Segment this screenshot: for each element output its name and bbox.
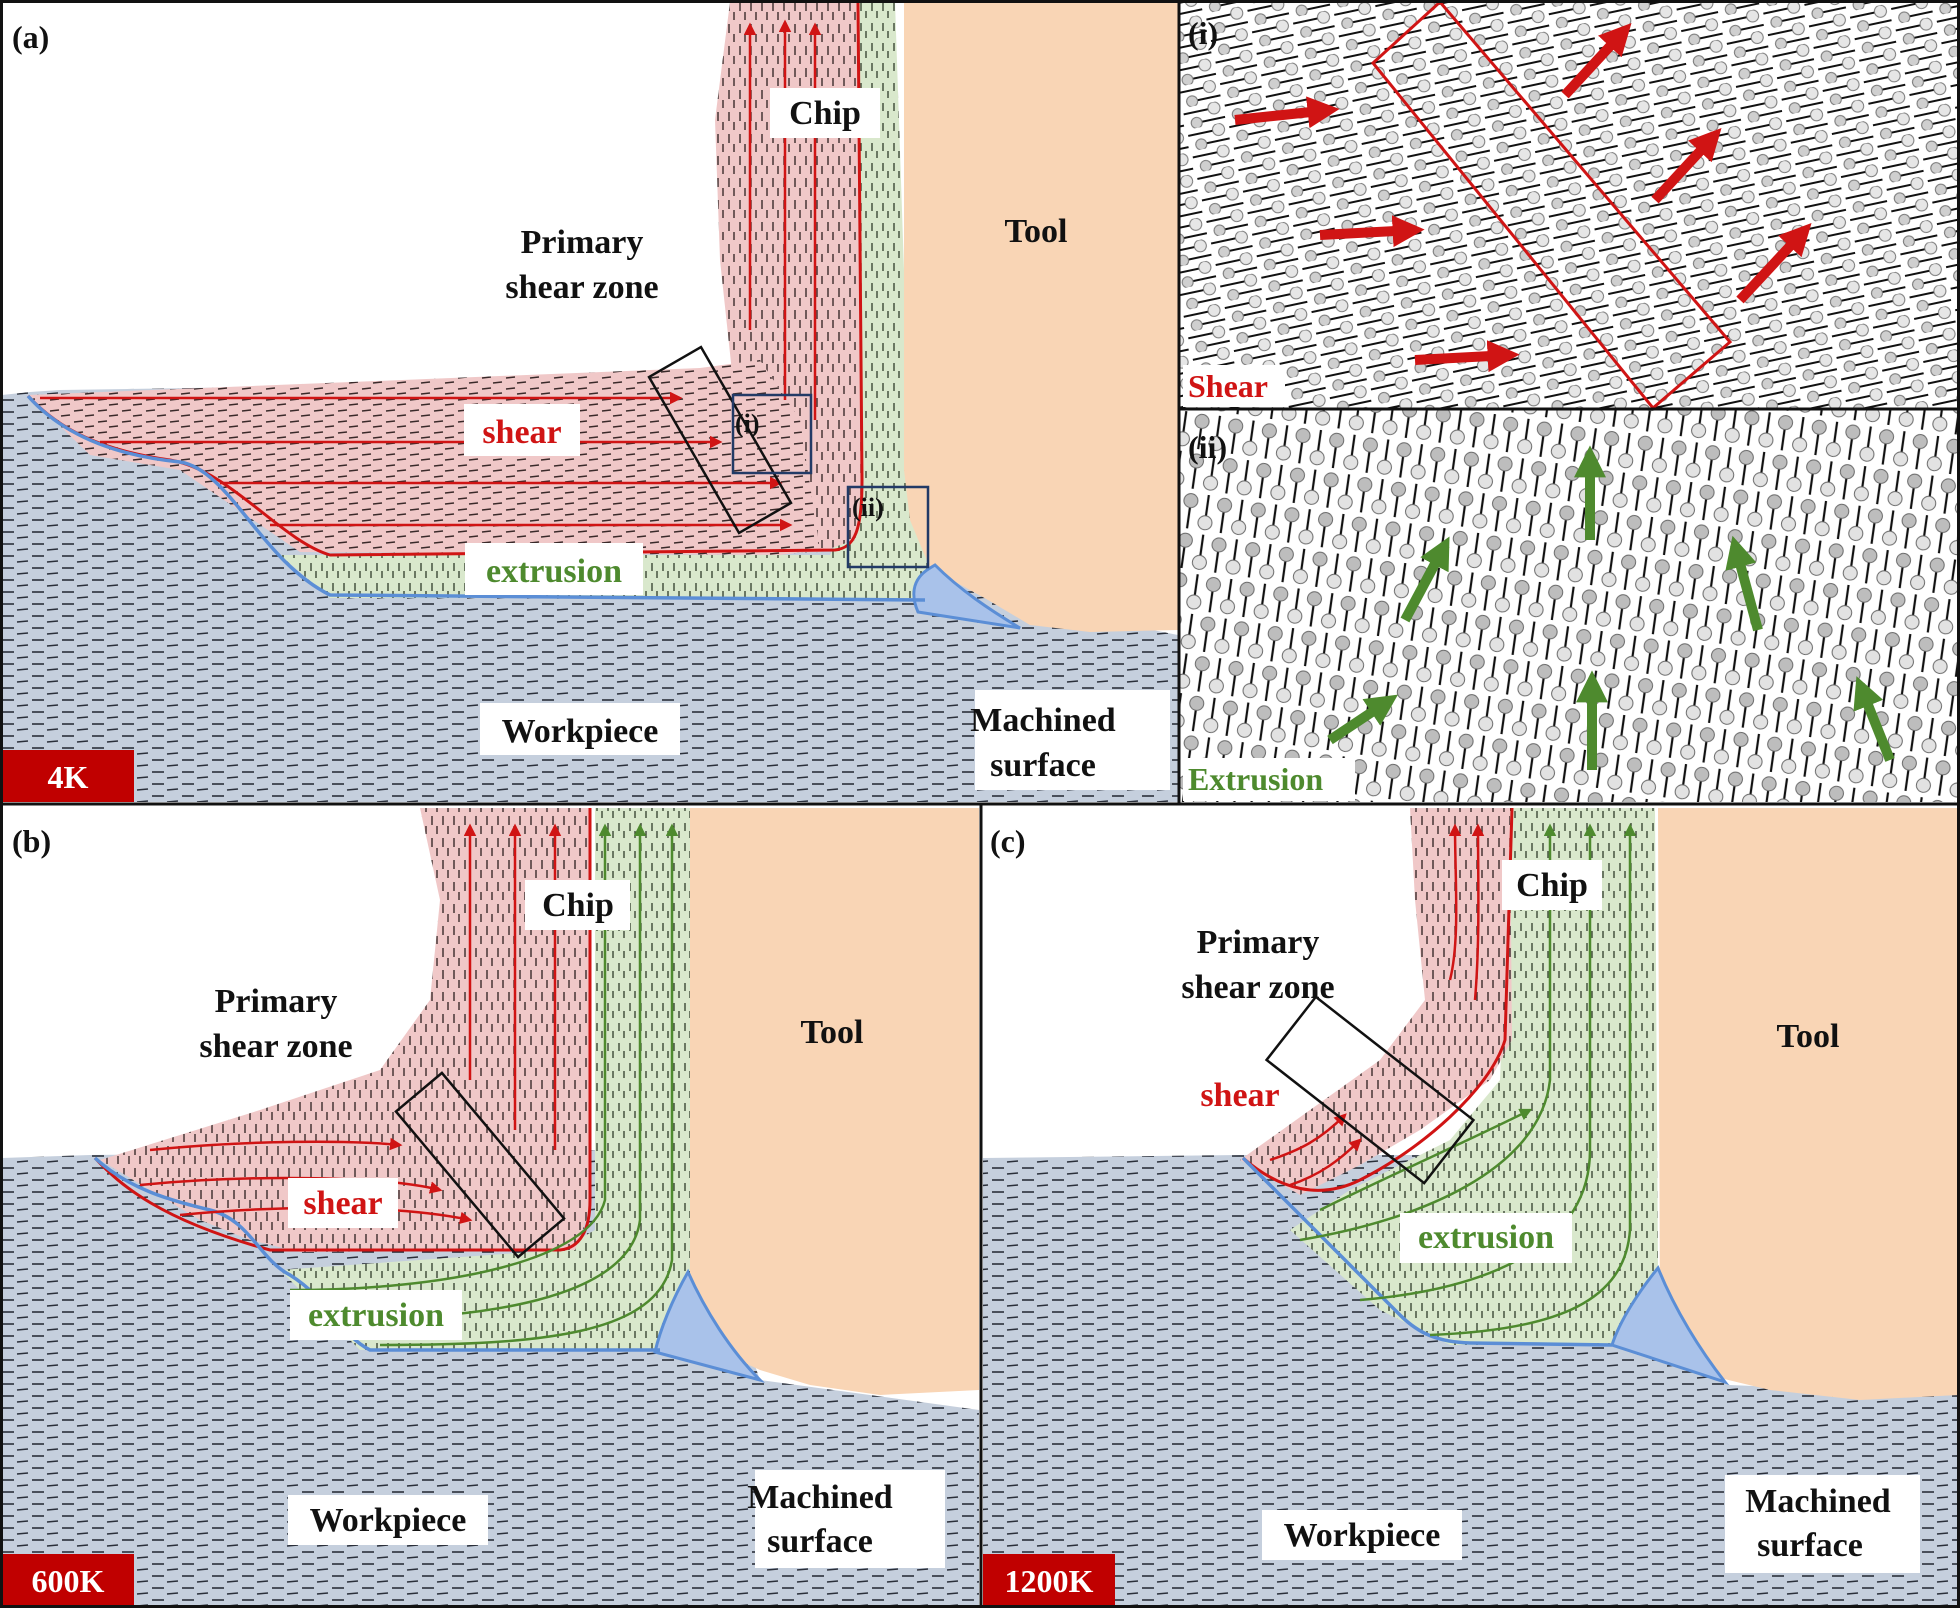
panel-letter: (c) <box>990 823 1026 859</box>
machined-surface-label: Machined <box>970 702 1116 739</box>
extrusion-zone <box>1290 808 1658 1345</box>
temperature-badge <box>2 750 134 802</box>
workpiece-region <box>983 1155 1958 1606</box>
temperature-label: 600K <box>32 1563 105 1599</box>
temperature-label: 4K <box>48 759 89 795</box>
machined-surface-label: Machined <box>1745 1483 1891 1520</box>
machined-surface-label-2: surface <box>767 1523 873 1560</box>
extrusion-label: extrusion <box>486 553 622 590</box>
chip-region <box>100 808 590 1252</box>
chip-label: Chip <box>1516 867 1588 904</box>
inset-shear-label: Shear <box>1188 368 1268 404</box>
shear-arrows <box>1269 823 1485 1187</box>
primary-shear-zone-label-2: shear zone <box>505 269 658 306</box>
machined-surface-label-2: surface <box>990 747 1096 784</box>
inset-box-i <box>731 393 813 475</box>
primary-shear-zone-label-2: shear zone <box>199 1028 352 1065</box>
shear-boundary-line <box>93 808 592 1252</box>
box-i-label: (i) <box>735 409 760 438</box>
workpiece-label: Workpiece <box>502 713 659 750</box>
primary-shear-zone-label: Primary <box>521 224 644 261</box>
box-ii-label: (ii) <box>852 493 884 522</box>
extrusion-label: extrusion <box>1418 1219 1554 1256</box>
machined-surface-label: Machined <box>747 1479 893 1516</box>
shear-zone-region <box>28 360 820 555</box>
panel-c: (c) Chip Tool Primary shear zone shear e… <box>983 806 1958 1606</box>
primary-shear-zone-label-2: shear zone <box>1181 969 1334 1006</box>
inset-ii-arrows <box>1327 445 1895 770</box>
extrusion-label: extrusion <box>308 1297 444 1334</box>
shear-box <box>1264 995 1476 1185</box>
primary-shear-zone-label: Primary <box>215 983 338 1020</box>
inset-i: (i) Shear <box>1180 2 1958 408</box>
temperature-label: 1200K <box>1005 1563 1094 1599</box>
extrusion-zone <box>280 2 930 598</box>
tool-label: Tool <box>1004 213 1067 250</box>
workpiece-boundary-line <box>26 394 926 602</box>
workpiece-region <box>2 1150 979 1606</box>
workpiece-label: Workpiece <box>310 1502 467 1539</box>
temperature-badge <box>2 1554 134 1606</box>
tool-label: Tool <box>1776 1018 1839 1055</box>
tool <box>690 808 979 1395</box>
inset-i-arrows <box>1234 22 1812 373</box>
shear-box <box>647 345 793 535</box>
shear-label: shear <box>303 1185 382 1222</box>
shear-label: shear <box>482 414 561 451</box>
panel-b: (b) Chip Tool Primary shear zone shear e… <box>2 806 979 1606</box>
shear-box <box>394 1071 566 1259</box>
dead-metal-zone <box>912 563 1021 630</box>
shear-boundary-line <box>1242 807 1514 1192</box>
panel-letter: (b) <box>12 823 51 859</box>
machined-surface-label-2: surface <box>1757 1527 1863 1564</box>
inset-extrusion-label: Extrusion <box>1188 761 1323 797</box>
panel-a: (a) Chip Tool Primary shear zone shear e… <box>2 2 1178 802</box>
panel-letter: (a) <box>12 19 49 55</box>
inset-letter: (i) <box>1188 15 1218 51</box>
workpiece-label: Workpiece <box>1284 1517 1441 1554</box>
inset-box-ii <box>846 485 930 569</box>
primary-shear-zone-label: Primary <box>1197 924 1320 961</box>
inset-letter: (ii) <box>1188 429 1227 465</box>
shear-band-box <box>1370 2 1733 408</box>
shear-arrows <box>40 19 822 532</box>
chip-label: Chip <box>542 887 614 924</box>
tool-label: Tool <box>800 1014 863 1051</box>
dead-metal-zone <box>653 1268 766 1383</box>
tool <box>1658 808 1958 1400</box>
dead-metal-zone <box>1610 1265 1730 1385</box>
shear-label: shear <box>1200 1077 1279 1114</box>
tool <box>904 2 1178 632</box>
temperature-badge <box>983 1554 1115 1606</box>
inset-ii: (ii) Extrusion <box>1180 410 1958 802</box>
chip-label: Chip <box>789 95 861 132</box>
